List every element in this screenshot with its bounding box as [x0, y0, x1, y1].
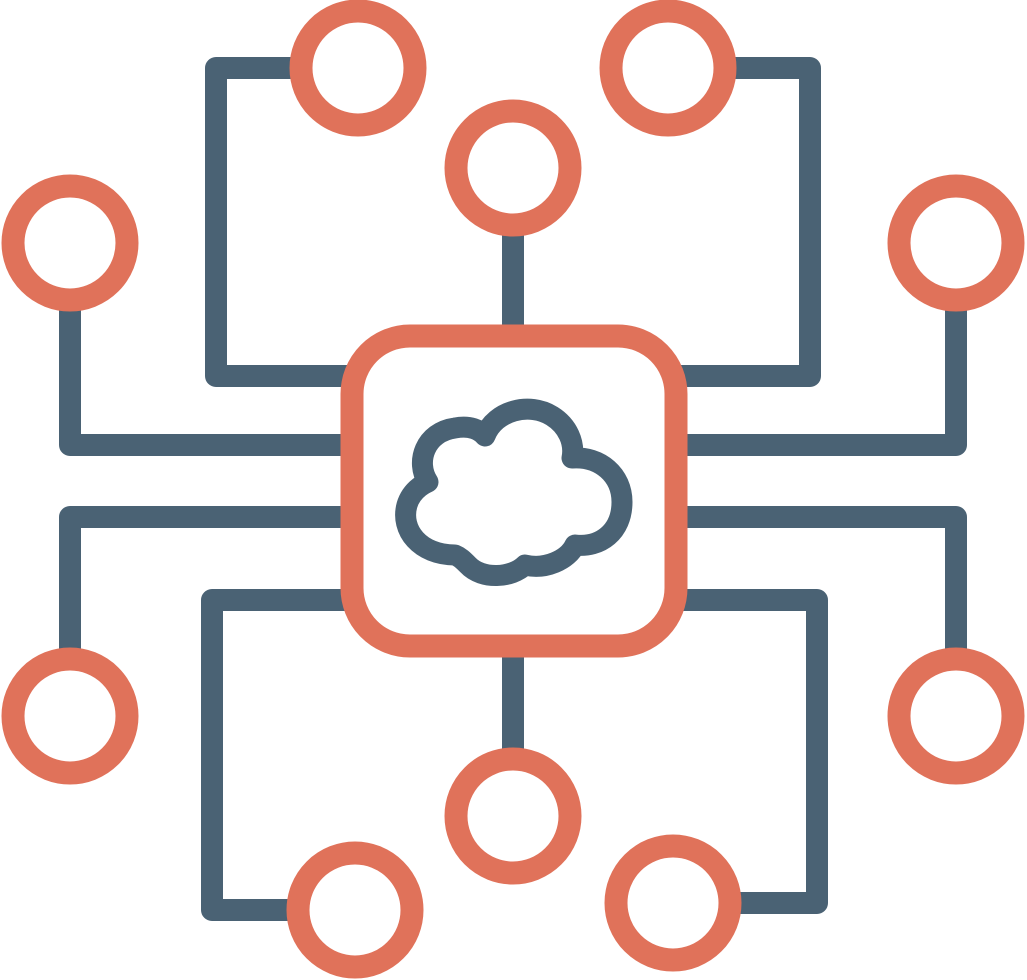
node-top-right	[599, 0, 737, 137]
node-right-lower	[887, 647, 1025, 785]
hub-box	[340, 324, 688, 658]
connector-bottom-left	[201, 589, 363, 921]
connector-right-upper	[665, 289, 967, 456]
connector-left-upper	[59, 289, 363, 456]
cloud-icon	[395, 398, 633, 586]
connector-top-right	[665, 57, 821, 387]
node-left-lower	[1, 647, 139, 785]
node-right-upper	[887, 174, 1025, 312]
connector-bottom-right	[665, 589, 828, 914]
node-top-center	[444, 99, 582, 237]
node-top-left	[289, 0, 427, 137]
node-bottom-center	[444, 747, 582, 885]
node-left-upper	[1, 174, 139, 312]
connector-left-lower	[59, 506, 363, 666]
connector-right-lower	[665, 506, 967, 666]
connector-top-left	[205, 57, 363, 387]
node-bottom-left	[286, 841, 424, 979]
connector-lines	[59, 57, 967, 921]
node-bottom-right	[604, 834, 742, 972]
